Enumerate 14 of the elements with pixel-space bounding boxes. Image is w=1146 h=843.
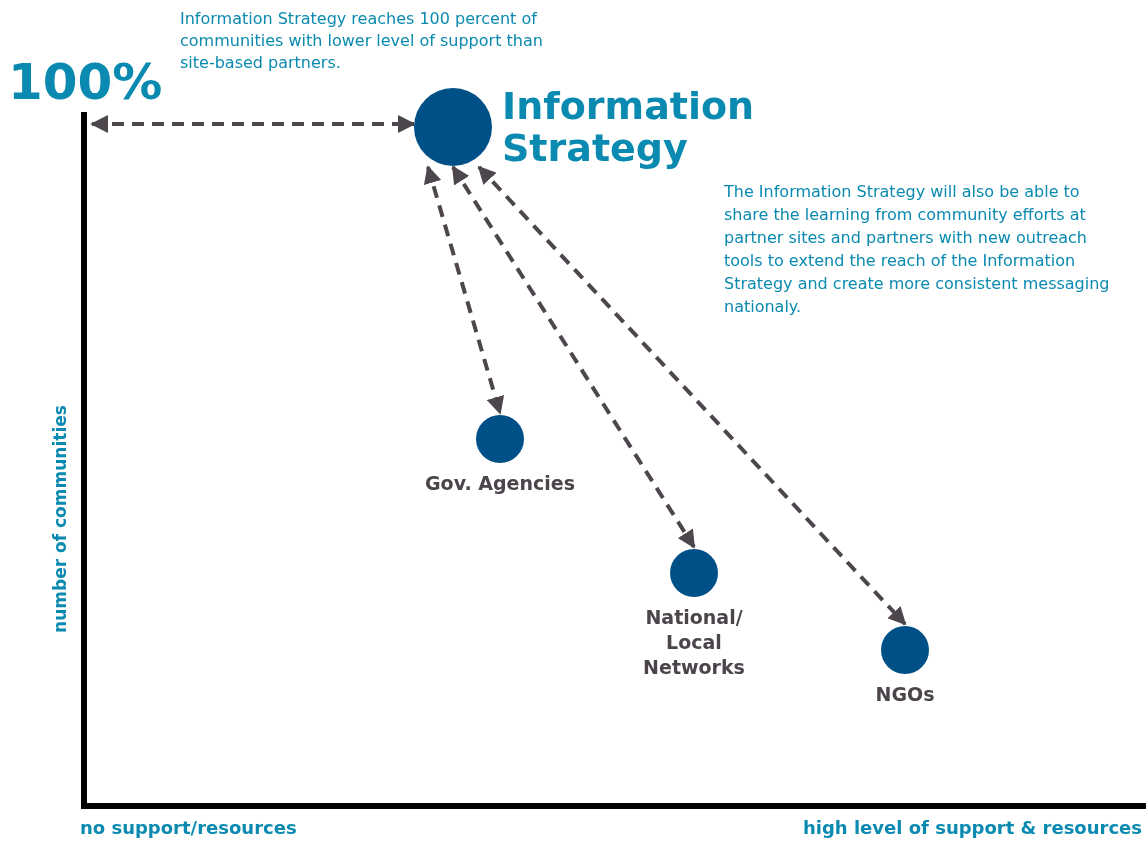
node-label: Gov. Agencies xyxy=(424,471,576,496)
dashed-arrow xyxy=(90,115,416,133)
axis-title: number of communities xyxy=(49,404,71,635)
node-label: NGOs xyxy=(874,682,936,707)
dashed-arrow xyxy=(451,165,696,549)
axis-max-label: 100% xyxy=(8,52,163,112)
dashed-arrow xyxy=(423,165,505,415)
note-text: Information Strategy reaches 100 percent of communities with lower level of support than site-based partners. xyxy=(180,8,544,74)
node-label: National/ Local Networks xyxy=(642,605,746,680)
note-text: The Information Strategy will also be able to share the learning from community efforts at partner sites and partners with new outreach tools to extend the reach of the Information Strategy and create more consistent messaging nationaly. xyxy=(724,181,1111,318)
node-label: Information Strategy xyxy=(502,85,752,169)
axis-title: high level of support & resources xyxy=(803,816,1142,840)
dashed-arrow xyxy=(477,165,907,626)
axis-title: no support/resources xyxy=(80,816,297,840)
